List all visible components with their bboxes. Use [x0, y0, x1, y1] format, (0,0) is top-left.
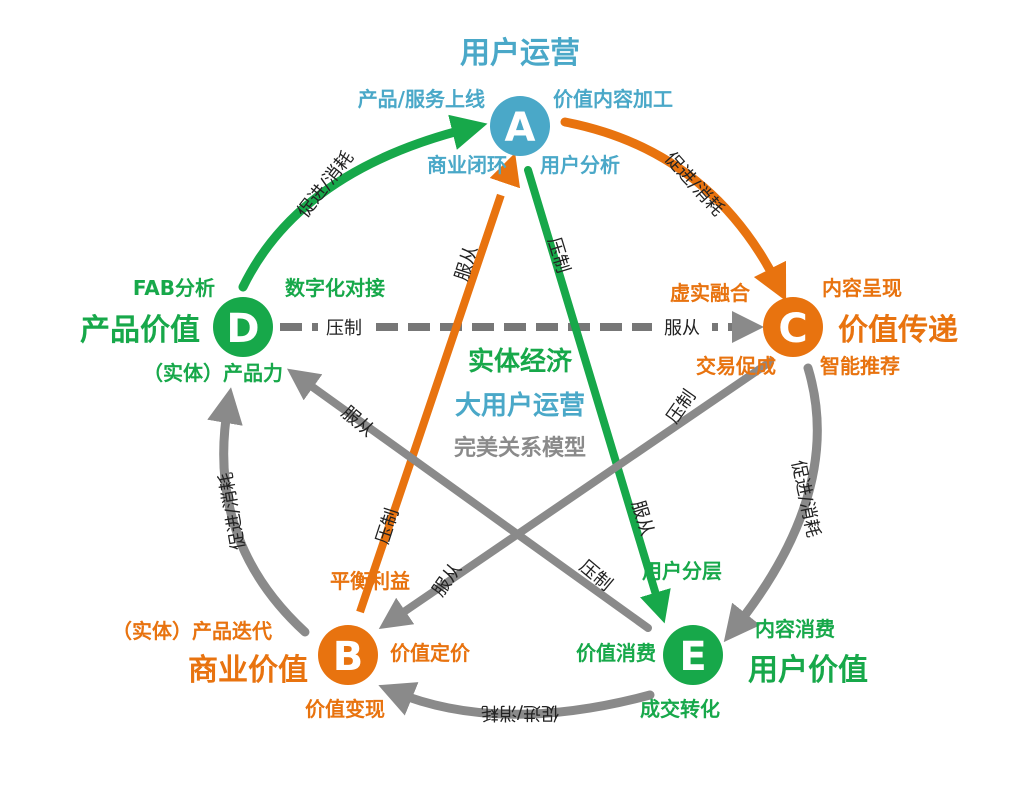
node-e-label-tr: 内容消费 [755, 617, 835, 641]
edge-label-c-b-suppress: 压制 [663, 386, 701, 428]
node-b-letter: B [333, 634, 364, 680]
node-b-title: 商业价值 [188, 653, 308, 688]
node-b-label-bl: 价值变现 [305, 697, 385, 721]
edge-label-a-c-promote: 促进/消耗 [660, 148, 728, 220]
node-c-label-br: 智能推荐 [820, 354, 900, 378]
node-a-label-tr: 价值内容加工 [553, 87, 673, 111]
node-a-label-tl: 产品/服务上线 [358, 87, 485, 111]
node-c-letter: C [778, 306, 807, 352]
edge-a-to-c [560, 117, 787, 302]
node-e-label-tl: 用户分层 [642, 559, 722, 583]
edge-b-to-a [356, 152, 521, 614]
edge-label-d-a-promote: 促进/消耗 [293, 147, 358, 221]
node-a-title: 用户运营 [460, 36, 580, 71]
node-e-circle [663, 625, 723, 685]
edge-e-to-d [287, 368, 652, 632]
edge-label-a-e-suppress: 压制 [543, 235, 574, 276]
node-c-title: 价值传递 [838, 313, 958, 348]
node-e-letter: E [679, 634, 706, 680]
node-b-circle [318, 625, 378, 685]
node-d-label-tr: 数字化对接 [285, 276, 385, 300]
node-c-label-tl: 虚实融合 [670, 281, 751, 305]
edge-c-to-e [723, 363, 822, 643]
node-a-circle [490, 96, 550, 156]
node-c-circle [763, 297, 823, 357]
center-line3: 完美关系模型 [454, 435, 586, 461]
edge-label-b-a-suppress: 压制 [372, 506, 403, 547]
center-line2: 大用户运营 [455, 390, 585, 421]
node-c: C 价值传递 虚实融合 内容呈现 交易促成 智能推荐 [670, 276, 958, 378]
edge-d-to-a [238, 114, 488, 292]
node-d-label-tl: FAB分析 [133, 276, 215, 300]
node-a-label-br: 用户分析 [540, 153, 620, 177]
edge-label-a-e-obey: 服从 [627, 498, 658, 539]
node-d: D 产品价值 FAB分析 数字化对接 （实体）产品力 [80, 276, 385, 385]
node-e-label-bl: 成交转化 [640, 697, 720, 721]
node-a-label-bl: 商业闭环 [427, 153, 507, 177]
node-c-label-tr: 内容呈现 [822, 276, 902, 300]
edge-label-d-c-obey: 服从 [664, 318, 700, 339]
node-d-circle [213, 297, 273, 357]
node-a-letter: A [505, 105, 536, 151]
edge-e-to-b [378, 682, 655, 719]
node-b: B 商业价值 （实体）产品迭代 平衡利益 价值定价 价值变现 [112, 569, 471, 721]
node-b-label-tr: 平衡利益 [330, 569, 410, 593]
node-e-label-l: 价值消费 [576, 641, 656, 665]
edge-a-to-e [524, 166, 671, 624]
edge-c-to-b [378, 358, 774, 630]
node-d-letter: D [226, 306, 259, 352]
node-d-title: 产品价值 [80, 313, 200, 348]
node-e-title: 用户价值 [748, 653, 868, 688]
node-e: E 用户价值 内容消费 用户分层 价值消费 成交转化 [576, 559, 868, 721]
node-a: 用户运营 A 产品/服务上线 价值内容加工 商业闭环 用户分析 [358, 36, 673, 177]
center-line1: 实体经济 [468, 346, 573, 377]
node-d-label-bl: （实体）产品力 [143, 361, 283, 385]
node-c-label-bl: 交易促成 [696, 354, 776, 378]
edge-label-b-d-promote: 促进/消耗 [215, 471, 249, 552]
edge-label-d-c-suppress: 压制 [326, 318, 362, 339]
edge-b-to-d [207, 387, 310, 637]
edge-label-b-a-obey: 服从 [451, 243, 482, 284]
edge-label-e-b-promote: 促进/消耗 [481, 702, 559, 723]
node-b-label-tl: （实体）产品迭代 [112, 619, 272, 643]
node-b-label-r: 价值定价 [390, 641, 471, 665]
